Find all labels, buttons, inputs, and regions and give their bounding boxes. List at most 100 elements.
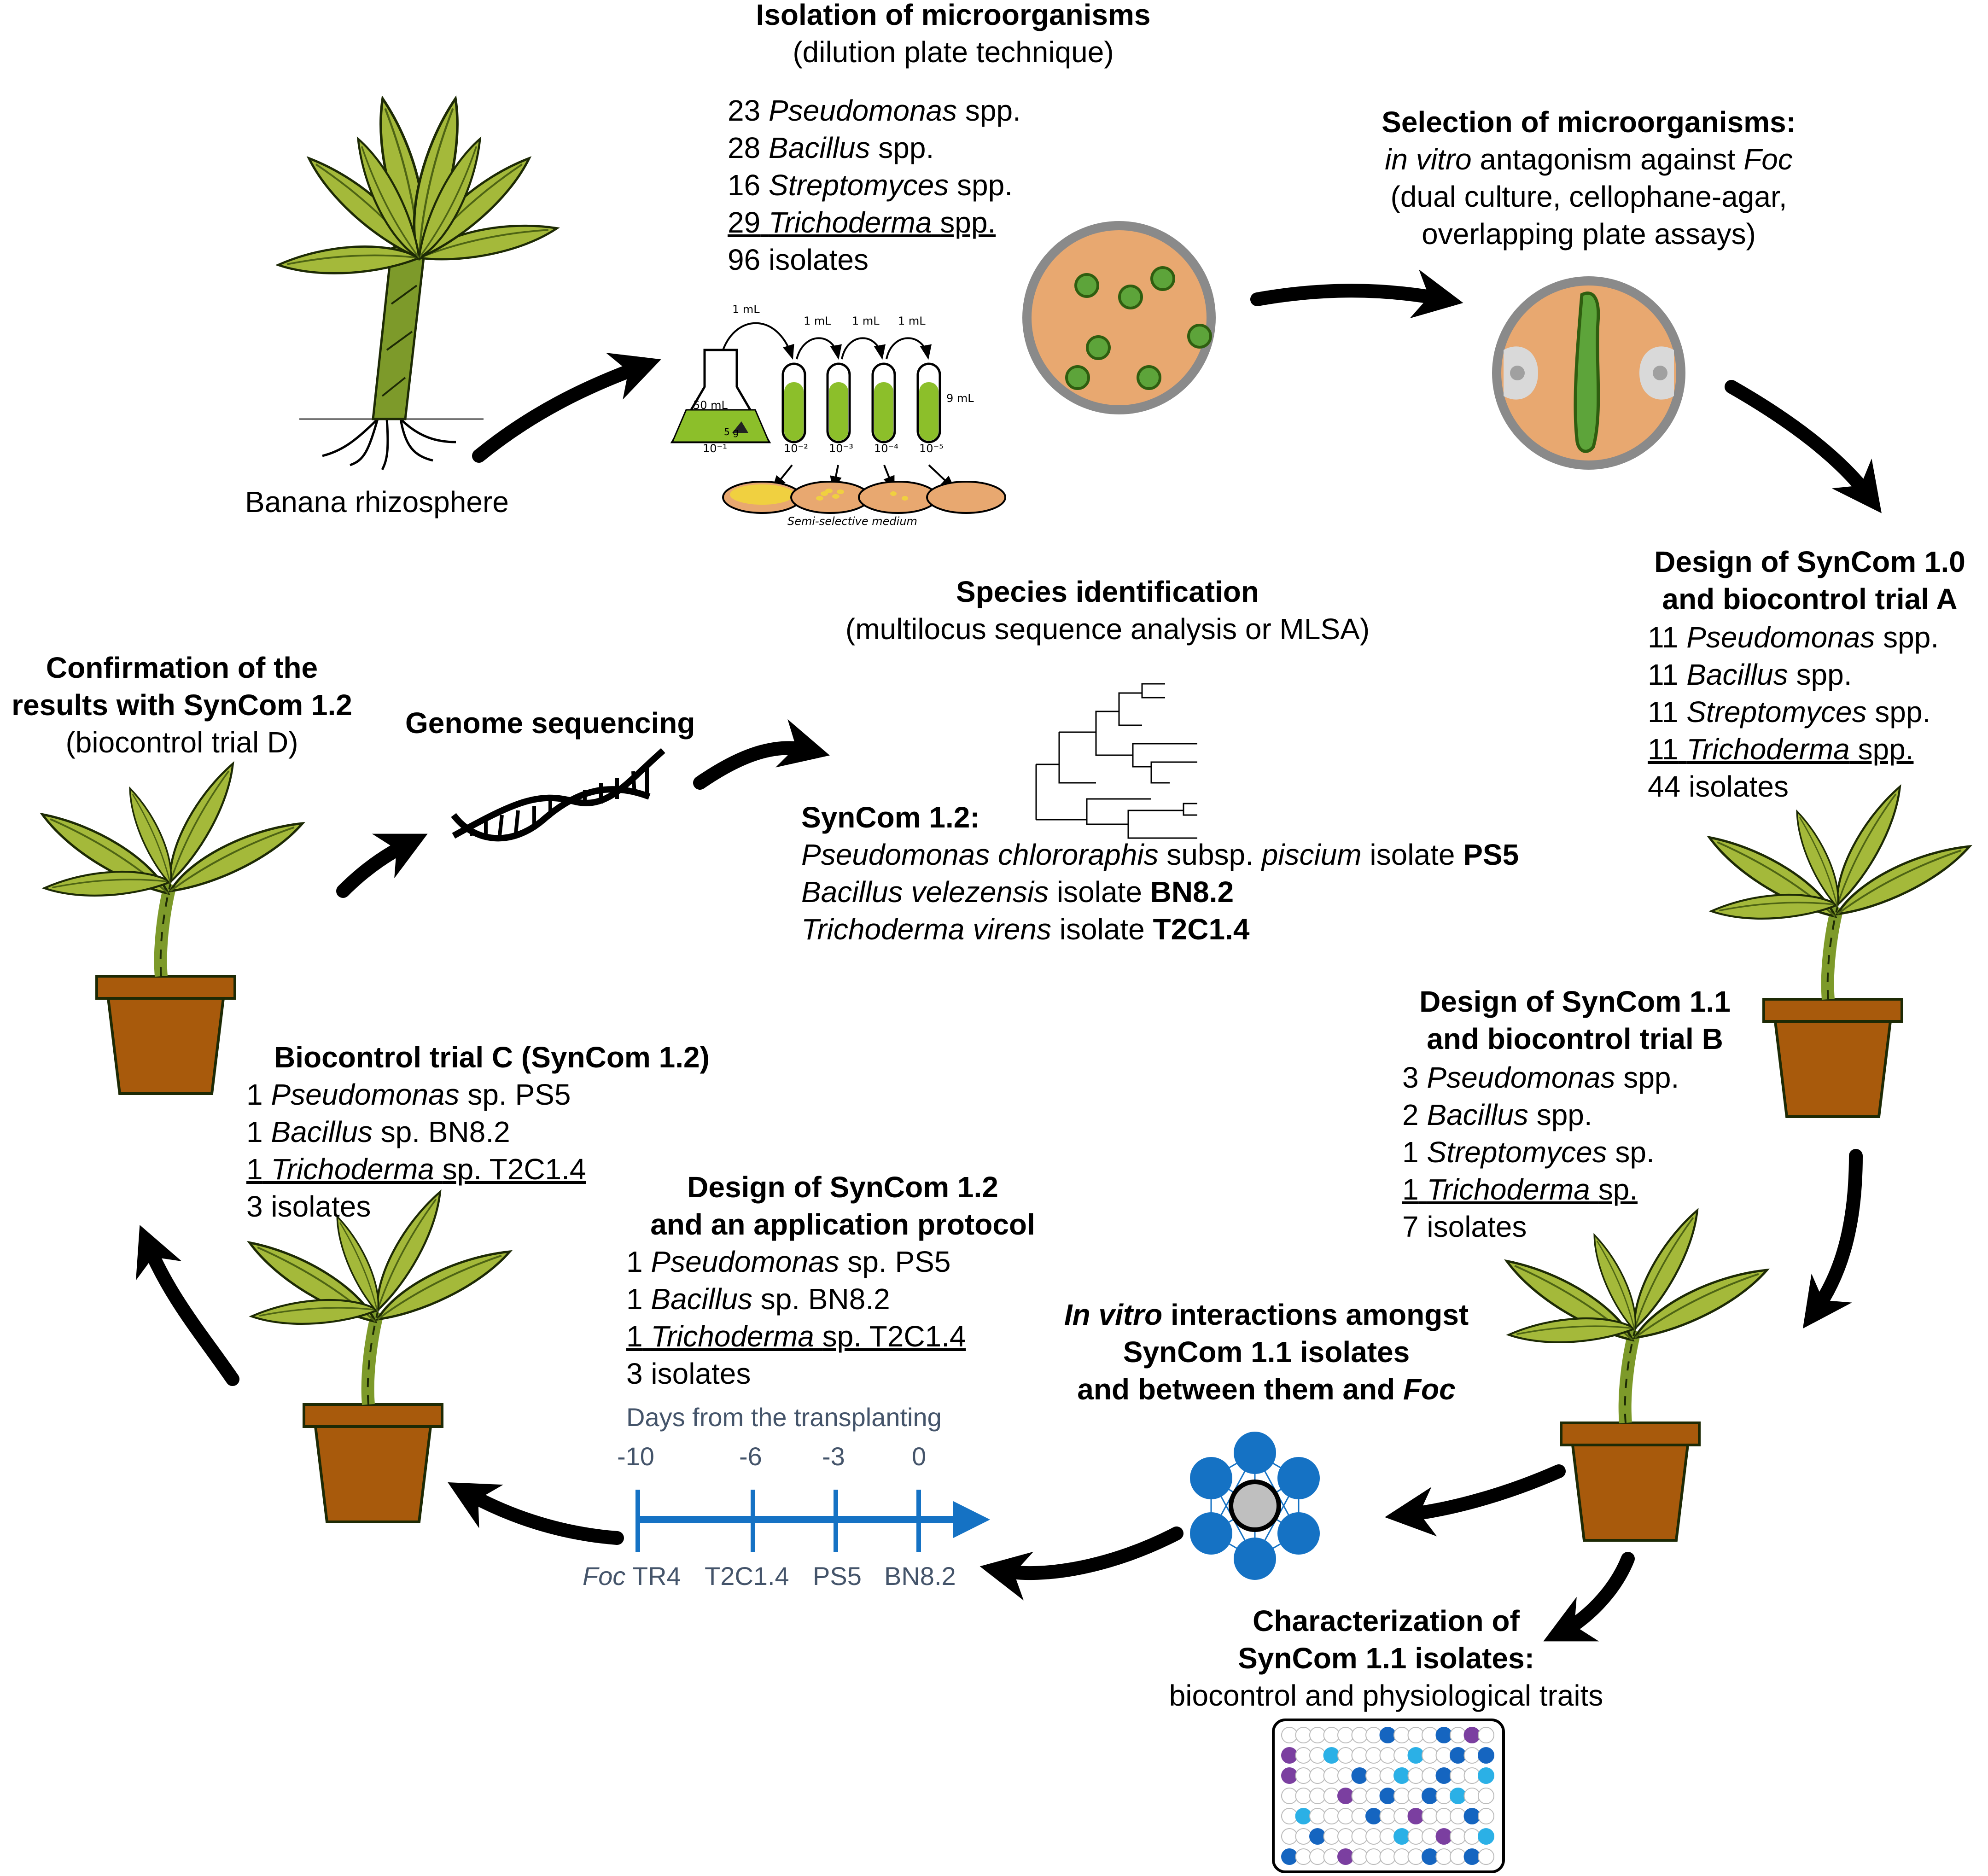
well: [1351, 1727, 1368, 1743]
potted-plant-icon: [1497, 1207, 1775, 1540]
well: [1295, 1808, 1312, 1824]
well: [1393, 1828, 1410, 1845]
timeline-tick: -6: [739, 1442, 762, 1471]
well: [1323, 1808, 1340, 1824]
well: [1463, 1788, 1481, 1804]
well: [1407, 1767, 1424, 1784]
well: [1365, 1747, 1382, 1764]
well: [1281, 1767, 1298, 1784]
well: [1393, 1788, 1410, 1804]
list-item: 1 Trichoderma sp. T2C1.4: [626, 1320, 966, 1353]
list-item: 29 Trichoderma spp.: [728, 206, 996, 239]
medium-label: Semi-selective medium: [787, 515, 917, 528]
well: [1351, 1747, 1368, 1764]
syncom12-header: Design of SynCom 1.2 and an application …: [635, 1169, 1050, 1243]
well: [1450, 1747, 1466, 1764]
well: [1337, 1848, 1354, 1865]
well: [1422, 1808, 1438, 1824]
list-item: 11 Bacillus spp.: [1648, 658, 1852, 691]
well: [1295, 1727, 1312, 1743]
volume-label: 1 mL: [852, 315, 880, 327]
well: [1323, 1747, 1340, 1764]
list-item: 16 Streptomyces spp.: [728, 169, 1013, 202]
well: [1463, 1848, 1481, 1865]
arrow-icon: [1543, 1552, 1635, 1642]
potted-plant-icon: [240, 1189, 518, 1522]
well: [1351, 1828, 1368, 1845]
syncom10-title: and biocontrol trial A: [1662, 583, 1958, 616]
well: [1407, 1788, 1424, 1804]
well: [1365, 1828, 1382, 1845]
well: [1309, 1727, 1326, 1743]
well: [1351, 1767, 1368, 1784]
well: [1463, 1767, 1481, 1784]
well: [1323, 1848, 1340, 1865]
list-item: 2 Bacillus spp.: [1402, 1098, 1592, 1131]
list-total: 7 isolates: [1402, 1210, 1527, 1243]
well: [1393, 1767, 1410, 1784]
well: [1323, 1788, 1340, 1804]
well: [1295, 1767, 1312, 1784]
well: [1379, 1808, 1396, 1824]
well: [1450, 1727, 1466, 1743]
well: [1309, 1767, 1326, 1784]
timeline-event: PS5: [813, 1561, 862, 1591]
well: [1407, 1808, 1424, 1824]
arrow-icon: [979, 1526, 1183, 1601]
well: [1281, 1747, 1298, 1764]
list-item: 1 Pseudomonas sp. PS5: [246, 1078, 571, 1111]
list-item: 11 Pseudomonas spp.: [1648, 621, 1939, 654]
well: [1478, 1767, 1494, 1784]
arrow-icon: [472, 353, 661, 463]
well: [1463, 1727, 1481, 1743]
list-item: 1 Bacillus sp. BN8.2: [626, 1282, 890, 1316]
well: [1422, 1727, 1438, 1743]
well-plate-icon: [1272, 1719, 1505, 1873]
list-item: Trichoderma virens isolate T2C1.4: [801, 913, 1250, 946]
well: [1379, 1788, 1396, 1804]
well: [1365, 1767, 1382, 1784]
arrow-icon: [1725, 380, 1882, 513]
species-block: Species identification (multilocus seque…: [810, 573, 1405, 648]
well: [1407, 1727, 1424, 1743]
arrow-icon: [336, 833, 428, 898]
list-item: 1 Trichoderma sp.: [1402, 1173, 1638, 1206]
confirmation-title: results with SynCom 1.2: [12, 688, 352, 722]
well: [1295, 1848, 1312, 1865]
list-item: 1 Streptomyces sp.: [1402, 1136, 1655, 1169]
well: [1450, 1788, 1466, 1804]
well: [1365, 1727, 1382, 1743]
syncom10-title: Design of SynCom 1.0: [1654, 545, 1965, 578]
well: [1393, 1808, 1410, 1824]
transfer-arrows: [722, 322, 932, 360]
well: [1407, 1828, 1424, 1845]
well: [1422, 1747, 1438, 1764]
well: [1309, 1848, 1326, 1865]
test-tube-icon: [781, 362, 941, 443]
syncom10-list: 11 Pseudomonas spp. 11 Bacillus spp. 11 …: [1648, 619, 1939, 805]
selection-block: Selection of microorganisms: in vitro an…: [1335, 104, 1842, 253]
species-subtitle: (multilocus sequence analysis or MLSA): [845, 612, 1370, 646]
well: [1337, 1808, 1354, 1824]
dilution-label: 10⁻⁵: [919, 442, 944, 455]
selection-line: overlapping plate assays): [1422, 217, 1756, 251]
confirmation-block: Confirmation of the results with SynCom …: [0, 649, 364, 761]
well: [1450, 1767, 1466, 1784]
trialc-title: Biocontrol trial C (SynCom 1.2): [274, 1041, 710, 1074]
well: [1379, 1747, 1396, 1764]
arrow-icon: [136, 1225, 239, 1386]
well: [1478, 1727, 1494, 1743]
well: [1281, 1727, 1298, 1743]
banana-rhizosphere-label: Banana rhizosphere: [245, 485, 509, 519]
syncom12-isolates: SynCom 1.2: Pseudomonas chlororaphis sub…: [801, 799, 1519, 948]
well: [1463, 1747, 1481, 1764]
well: [1407, 1747, 1424, 1764]
well: [1309, 1808, 1326, 1824]
syncom11-title: Design of SynCom 1.1: [1419, 985, 1731, 1018]
well: [1337, 1828, 1354, 1845]
arrow-icon: [1385, 1464, 1566, 1537]
well: [1337, 1747, 1354, 1764]
interactions-title: SynCom 1.1 isolates: [1123, 1335, 1410, 1369]
syncom11-title: and biocontrol trial B: [1427, 1022, 1723, 1055]
